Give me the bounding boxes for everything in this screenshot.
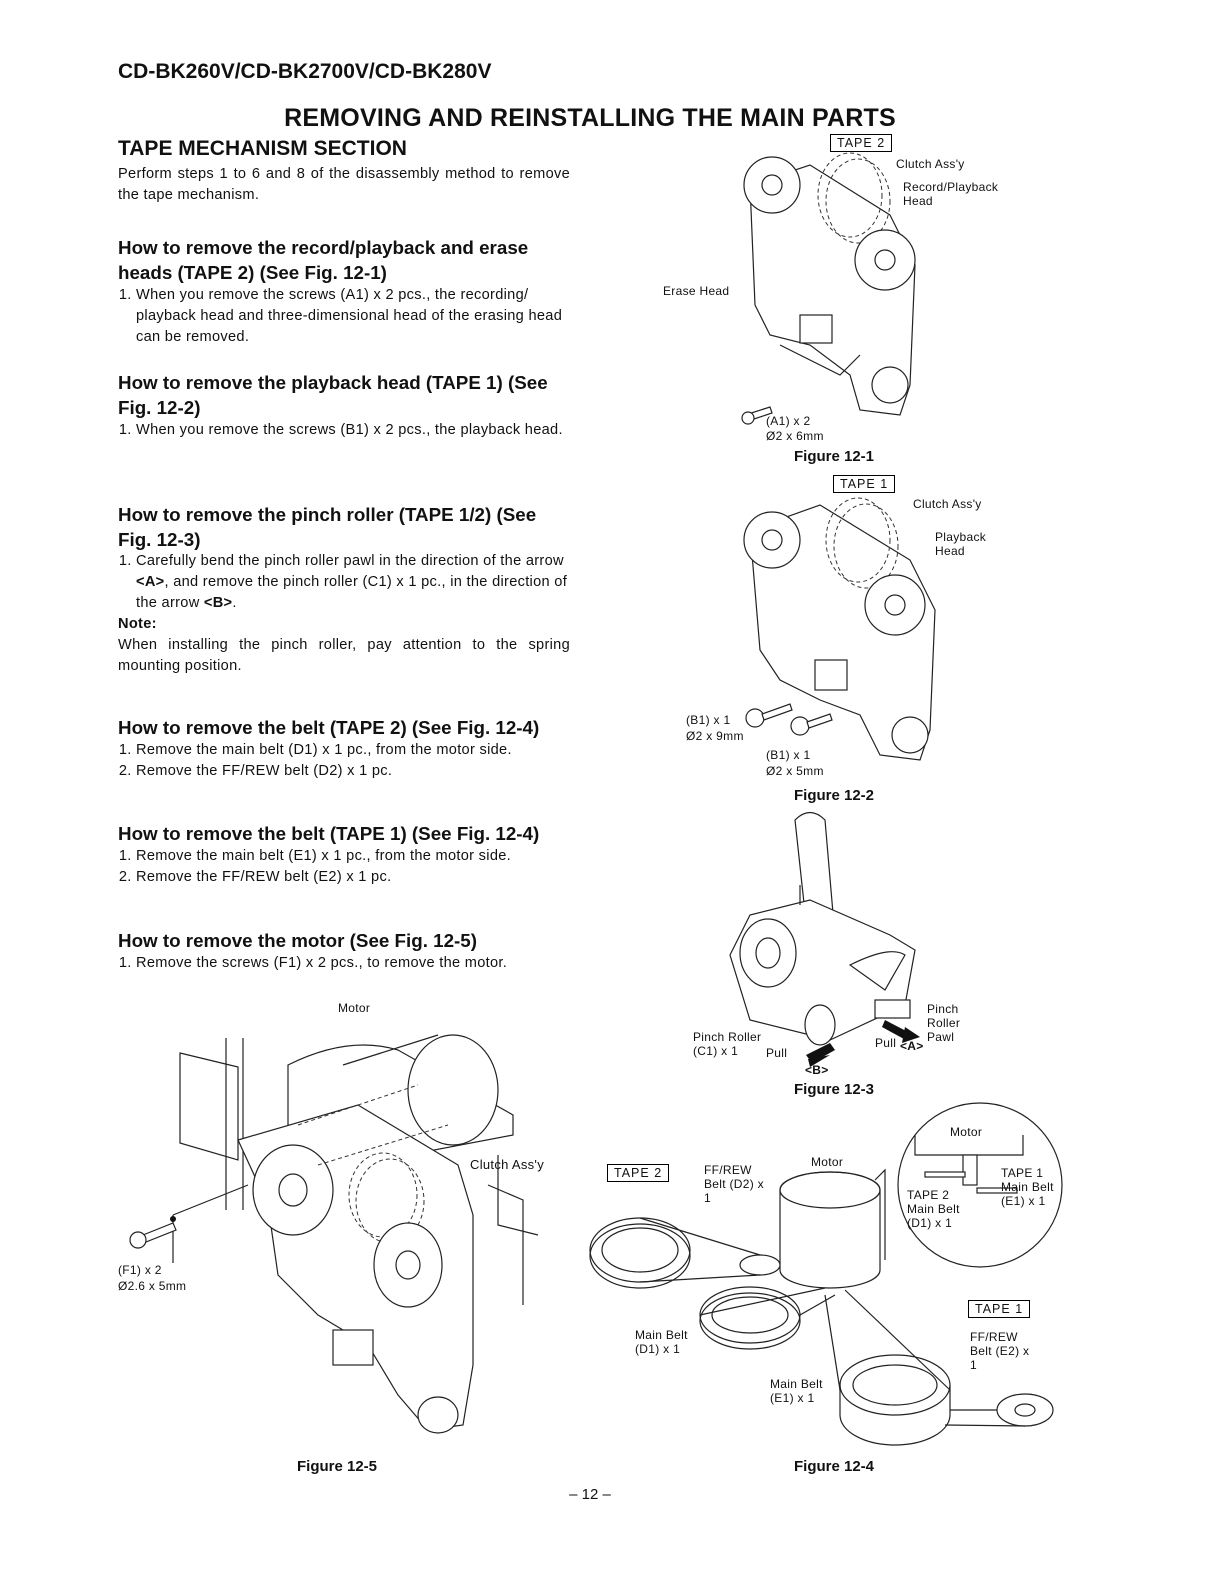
pinch-note: Note: When installing the pinch roller, … <box>118 614 570 677</box>
heads-heading: How to remove the record/playback and er… <box>118 237 529 283</box>
fig4-inset-motor-label: Motor <box>950 1125 983 1139</box>
pinch-step-1: Carefully bend the pinch roller pawl in … <box>136 551 570 614</box>
fig3-arrow-b: <B> <box>805 1063 829 1077</box>
note-label: Note: <box>118 616 157 632</box>
belt1-step-2: Remove the FF/REW belt (E2) x 1 pc. <box>136 867 570 888</box>
fig3-roller-label: Pinch Roller (C1) x 1 <box>693 1030 762 1058</box>
figure-12-3-drawing <box>729 811 920 1067</box>
fig2-screw2-size: Ø2 x 5mm <box>766 764 824 778</box>
fig2-tape-box: TAPE 1 <box>833 475 896 493</box>
fig4-inset-tape2-label: TAPE 2 Main Belt (D1) x 1 <box>907 1188 960 1230</box>
fig2-head-label: Playback Head <box>935 530 987 558</box>
figure-12-4-drawing <box>589 1102 1063 1446</box>
fig1-clutch-label: Clutch Ass'y <box>896 157 965 171</box>
motor-steps: Remove the screws (F1) x 2 pcs., to remo… <box>118 953 570 974</box>
section-title: TAPE MECHANISM SECTION <box>118 137 407 160</box>
fig4-inset-tape1-label: TAPE 1 Main Belt (E1) x 1 <box>1001 1166 1054 1208</box>
belt1-heading: How to remove the belt (TAPE 1) (See Fig… <box>118 823 540 844</box>
motor-step-1: Remove the screws (F1) x 2 pcs., to remo… <box>136 953 570 974</box>
belt2-step-1: Remove the main belt (D1) x 1 pc., from … <box>136 740 570 761</box>
figure-12-5-drawing <box>129 1034 539 1434</box>
fig1-tape-box: TAPE 2 <box>830 134 893 152</box>
fig4-ffrew-e2-label: FF/REW Belt (E2) x 1 <box>970 1330 1030 1372</box>
fig5-screw-size: Ø2.6 x 5mm <box>118 1279 187 1293</box>
note-text: When installing the pinch roller, pay at… <box>118 637 570 674</box>
fig2-clutch-label: Clutch Ass'y <box>913 497 982 511</box>
fig2-screw2-qty: (B1) x 1 <box>766 748 811 762</box>
fig3-arrow-a: <A> <box>900 1039 924 1053</box>
belt2-step-2: Remove the FF/REW belt (D2) x 1 pc. <box>136 761 570 782</box>
pinch-steps: Carefully bend the pinch roller pawl in … <box>118 551 570 614</box>
page-number: – 12 – <box>569 1486 611 1503</box>
fig1-caption: Figure 12-1 <box>794 448 875 465</box>
fig4-motor-label: Motor <box>811 1155 844 1169</box>
fig4-ffrew-d2-label: FF/REW Belt (D2) x 1 <box>704 1163 764 1205</box>
fig4-caption: Figure 12-4 <box>794 1458 875 1475</box>
fig2-caption: Figure 12-2 <box>794 787 875 804</box>
fig2-screw1-qty: (B1) x 1 <box>686 713 731 727</box>
fig4-main-e1-label: Main Belt (E1) x 1 <box>770 1377 823 1405</box>
section-intro: Perform steps 1 to 6 and 8 of the disass… <box>118 166 570 203</box>
belt1-step-1: Remove the main belt (E1) x 1 pc., from … <box>136 846 570 867</box>
figure-12-1-drawing <box>741 152 916 425</box>
fig3-caption: Figure 12-3 <box>794 1081 875 1098</box>
fig1-screw-size: Ø2 x 6mm <box>766 429 824 443</box>
belt2-steps: Remove the main belt (D1) x 1 pc., from … <box>118 740 570 782</box>
fig1-erase-label: Erase Head <box>663 284 730 298</box>
fig5-motor-label: Motor <box>338 1001 371 1015</box>
fig3-pull-a: Pull <box>875 1036 897 1050</box>
motor-heading: How to remove the motor (See Fig. 12-5) <box>118 930 477 951</box>
playback-steps: When you remove the screws (B1) x 2 pcs.… <box>118 420 570 441</box>
arrow-b-ref: <B> <box>203 595 233 611</box>
fig3-pull-b: Pull <box>766 1046 788 1060</box>
fig1-screw-qty: (A1) x 2 <box>766 414 811 428</box>
pinch-heading: How to remove the pinch roller (TAPE 1/2… <box>118 504 537 550</box>
page-title: REMOVING AND REINSTALLING THE MAIN PARTS <box>284 104 896 132</box>
arrow-a-ref: <A> <box>136 574 165 590</box>
fig5-caption: Figure 12-5 <box>297 1458 378 1475</box>
playback-heading: How to remove the playback head (TAPE 1)… <box>118 372 548 418</box>
heads-steps: When you remove the screws (A1) x 2 pcs.… <box>118 285 570 348</box>
fig5-clutch-label: Clutch Ass'y <box>470 1157 544 1172</box>
heads-step-1: When you remove the screws (A1) x 2 pcs.… <box>136 285 570 348</box>
fig4-tape1-box: TAPE 1 <box>968 1300 1031 1318</box>
fig4-main-d1-label: Main Belt (D1) x 1 <box>635 1328 688 1356</box>
fig4-tape2-box: TAPE 2 <box>607 1164 670 1182</box>
model-number: CD-BK260V/CD-BK2700V/CD-BK280V <box>118 60 492 83</box>
fig1-head-label: Record/Playback Head <box>903 180 999 208</box>
fig5-screw-qty: (F1) x 2 <box>118 1263 162 1277</box>
playback-step-1: When you remove the screws (B1) x 2 pcs.… <box>136 420 570 441</box>
fig3-pawl-label: Pinch Roller Pawl <box>927 1002 961 1044</box>
belt1-steps: Remove the main belt (E1) x 1 pc., from … <box>118 846 570 888</box>
figure-12-2-drawing <box>743 497 936 761</box>
fig2-screw1-size: Ø2 x 9mm <box>686 729 744 743</box>
belt2-heading: How to remove the belt (TAPE 2) (See Fig… <box>118 717 540 738</box>
